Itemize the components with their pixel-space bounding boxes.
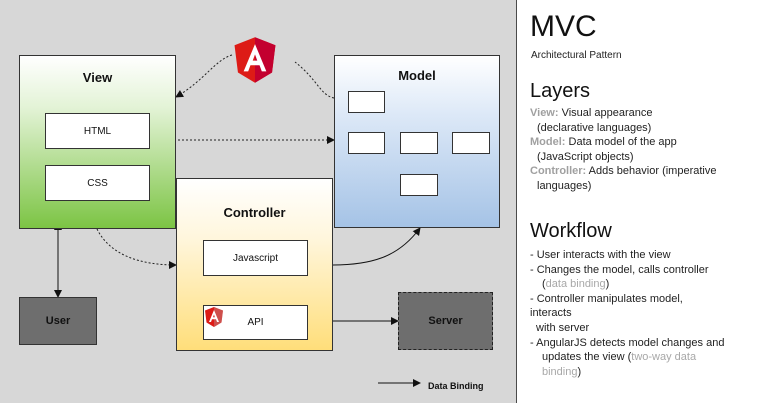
workflow-text: - Changes the model, calls controller: [530, 263, 709, 276]
api-label: API: [247, 317, 264, 328]
workflow-highlight: two-way data: [631, 351, 697, 364]
javascript-box: Javascript: [203, 240, 308, 276]
info-panel: MVC Architectural Pattern Layers View: V…: [530, 0, 765, 403]
workflow-line: interacts: [530, 306, 760, 321]
html-box: HTML: [45, 113, 150, 149]
workflow-line: updates the view (two-way data: [530, 350, 760, 365]
workflow-text: ): [577, 365, 582, 378]
layers-heading: Layers: [530, 80, 591, 102]
model-node: [452, 132, 490, 154]
workflow-highlight: data binding: [545, 278, 606, 291]
workflow-line: binding): [530, 365, 760, 380]
view-title: View: [82, 70, 113, 85]
workflow-text: with server: [536, 321, 590, 334]
model-node: [400, 132, 438, 154]
mvc-diagram: View HTML CSS Model Controller Javascrip…: [0, 0, 517, 403]
layer-item-controller: Controller: Adds behavior (imperative la…: [530, 165, 717, 192]
model-title: Model: [398, 68, 436, 83]
workflow-text: - User interacts with the view: [530, 249, 671, 261]
workflow-line: - User interacts with the view: [530, 248, 760, 263]
controller-box: Controller Javascript API: [176, 178, 333, 351]
workflow-highlight: binding: [542, 365, 578, 378]
layers-list: View: Visual appearance (declarative lan…: [530, 106, 760, 194]
model-box: Model: [334, 55, 500, 228]
controller-title: Controller: [223, 205, 286, 220]
workflow-line: - Controller manipulates model,: [530, 292, 760, 307]
workflow-line: (data binding): [530, 277, 760, 292]
panel-title: MVC: [530, 10, 597, 43]
workflow-text: (: [542, 278, 546, 291]
server-box: Server: [398, 292, 493, 350]
workflow-line: - AngularJS detects model changes and: [530, 336, 760, 351]
panel-subtitle: Architectural Pattern: [531, 50, 622, 61]
arrow-model-to-view: [176, 54, 335, 98]
workflow-heading: Workflow: [530, 220, 612, 242]
model-node: [348, 91, 385, 113]
legend-label: Data Binding: [428, 381, 484, 391]
arrow-view-to-controller: [96, 228, 177, 269]
view-box: View HTML CSS: [19, 55, 176, 229]
workflow-line: with server: [530, 321, 760, 336]
angularjs-logo-icon: [234, 37, 276, 83]
model-node: [400, 174, 438, 196]
workflow-line: - Changes the model, calls controller: [530, 263, 760, 278]
layer-item-model: Model: Data model of the app (JavaScript…: [530, 136, 677, 163]
layer-item-view: View: Visual appearance (declarative lan…: [530, 107, 653, 134]
model-node: [348, 132, 385, 154]
api-box: API: [203, 305, 308, 340]
workflow-text: interacts: [530, 307, 572, 320]
workflow-text: updates the view (: [542, 351, 632, 364]
angular-small-icon: [205, 307, 223, 327]
workflow-text: - AngularJS detects model changes and: [530, 336, 725, 349]
arrow-controller-to-model: [332, 227, 421, 266]
workflow-text: - Controller manipulates model,: [530, 292, 683, 305]
user-box: User: [19, 297, 97, 345]
css-box: CSS: [45, 165, 150, 201]
workflow-text: ): [605, 278, 610, 291]
workflow-list: - User interacts with the view - Changes …: [530, 248, 760, 379]
